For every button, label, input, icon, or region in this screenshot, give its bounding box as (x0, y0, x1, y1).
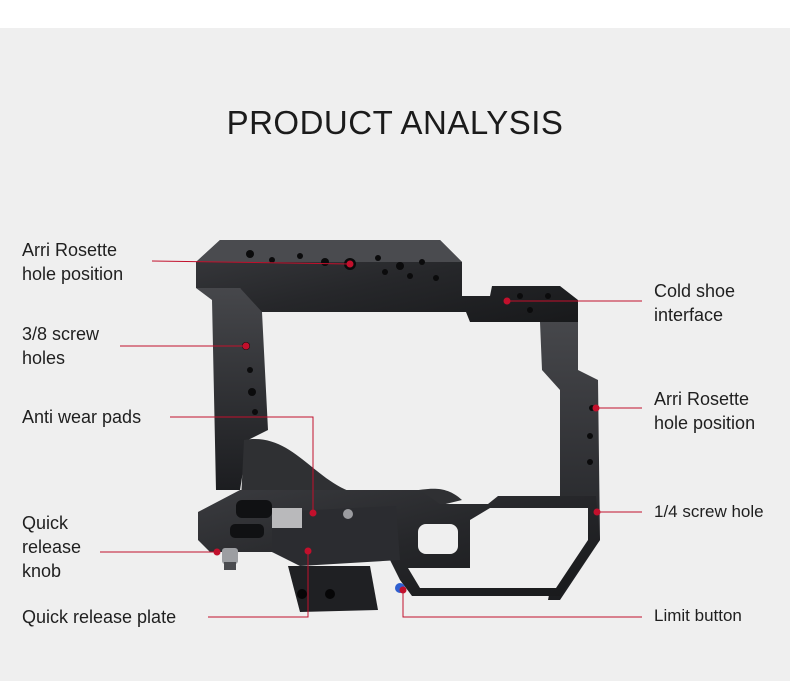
callout-arri-rosette-left: Arri Rosette hole position (22, 238, 123, 286)
callout-line: 3/8 screw (22, 324, 100, 344)
callout-line: 1/4 screw hole (654, 502, 764, 521)
callout-line: interface (654, 305, 724, 325)
callout-line: Anti wear pads (22, 407, 142, 427)
leader-limit-button (402, 590, 642, 618)
callout-line: Arri Rosette (22, 240, 118, 260)
callout-screw-38: 3/8 screw holes (22, 322, 99, 370)
callout-arri-rosette-right: Arri Rosette hole position (654, 387, 755, 435)
callout-line: Quick (22, 513, 69, 533)
callout-line: Arri Rosette (654, 389, 750, 409)
quick-release-plate (272, 506, 400, 612)
callout-line: holes (22, 348, 66, 368)
page-title: PRODUCT ANALYSIS (226, 104, 564, 141)
leader-dots (213, 260, 601, 594)
callout-line: Cold shoe (654, 281, 736, 301)
leader-arri-left (151, 260, 351, 265)
callout-limit-button: Limit button (654, 604, 742, 628)
callout-line: Limit button (654, 606, 742, 625)
callout-anti-wear-pads: Anti wear pads (22, 405, 141, 429)
callout-screw-14: 1/4 screw hole (654, 500, 764, 524)
callout-line: knob (22, 561, 62, 581)
callout-cold-shoe: Cold shoe interface (654, 279, 735, 327)
cage-top-bar (196, 240, 578, 322)
cage-base-plate (198, 490, 600, 596)
callout-quick-release-knob: Quick release knob (22, 511, 81, 583)
callout-line: hole position (22, 264, 124, 284)
background-panel (0, 28, 790, 681)
callout-line: hole position (654, 413, 756, 433)
callout-quick-release-plate: Quick release plate (22, 605, 176, 629)
leader-lines (100, 260, 642, 618)
leader-anti-wear (170, 416, 314, 513)
callout-line: Quick release plate (22, 607, 177, 627)
quick-release-knob (222, 548, 238, 570)
callout-line: release (22, 537, 82, 557)
leader-release-plate (208, 551, 309, 618)
